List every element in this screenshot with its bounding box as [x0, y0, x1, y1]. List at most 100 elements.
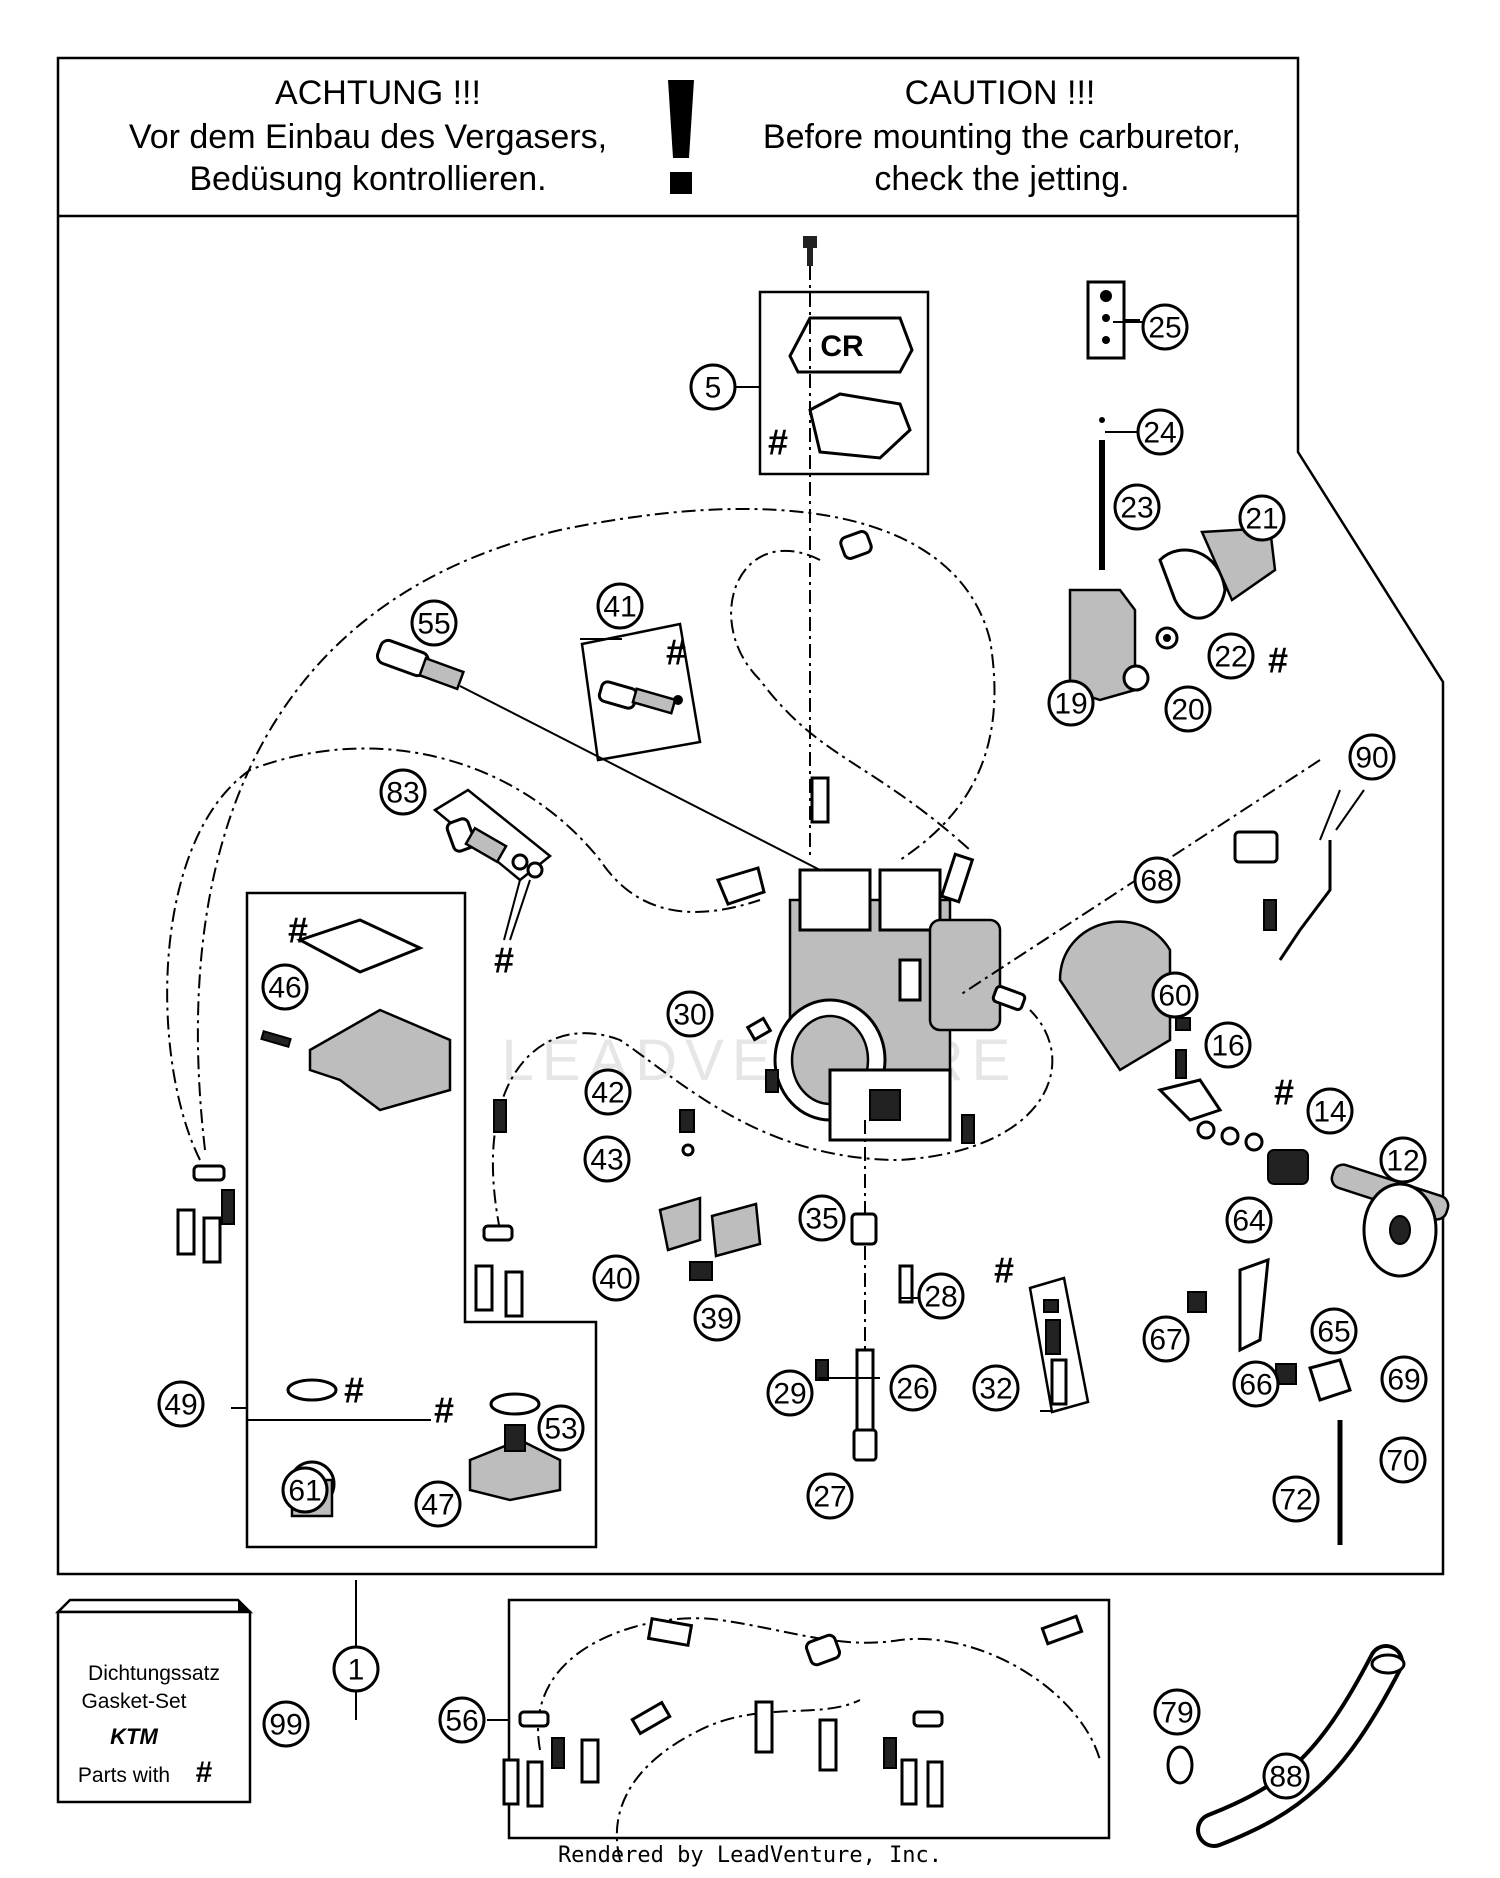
callout-39: 39: [693, 1294, 741, 1342]
callout-29: 29: [766, 1369, 814, 1417]
callout-90: 90: [1348, 733, 1396, 781]
callout-label: 40: [599, 1263, 632, 1296]
linkage-clamp-icon: [1308, 1358, 1352, 1402]
callout-70: 70: [1379, 1436, 1427, 1484]
needle-clip-icon: [1099, 417, 1105, 423]
callout-label: 66: [1239, 1369, 1272, 1402]
callout-label: 39: [700, 1303, 733, 1336]
gasket-set-box: Dichtungssatz Gasket-Set KTM Parts with …: [54, 1598, 254, 1804]
air-screw-icon: [445, 817, 544, 879]
callout-label: 72: [1279, 1484, 1312, 1517]
callout-99: 99: [262, 1700, 310, 1748]
callout-79: 79: [1153, 1688, 1201, 1736]
callout-label: 12: [1386, 1145, 1419, 1178]
callout-circle: [1380, 1355, 1428, 1403]
float-bowl-kit-box: [245, 891, 598, 1549]
callout-label: 5: [705, 372, 722, 405]
callout-label: 99: [269, 1709, 302, 1742]
callout-69: 69: [1380, 1355, 1428, 1403]
callout-16: 16: [1204, 1021, 1252, 1069]
callout-circle: [1348, 733, 1396, 781]
hash-marker: #: [994, 1250, 1014, 1291]
header-left-line2: Bedüsung kontrollieren.: [189, 160, 546, 198]
callout-circle: [584, 1068, 632, 1116]
hash-marker: #: [344, 1370, 364, 1411]
callout-22: 22: [1207, 632, 1255, 680]
callout-label: 21: [1245, 503, 1278, 536]
callout-25: 25: [1141, 303, 1189, 351]
callout-12: 12: [1379, 1136, 1427, 1184]
slide-plate-icon: [1086, 280, 1126, 360]
jet-kit-box: [580, 622, 702, 762]
idle-screw-icon: [375, 638, 821, 871]
callout-circle: [693, 1294, 741, 1342]
callout-label: 19: [1054, 688, 1087, 721]
callout-47: 47: [414, 1480, 462, 1528]
callout-circle: [1113, 483, 1161, 531]
callout-label: 26: [896, 1373, 929, 1406]
cable-loop-lower: [491, 1009, 1054, 1231]
gasket-set-line3: Parts with: [78, 1764, 170, 1787]
cover-screw-icon: [803, 236, 817, 266]
callout-label: 32: [979, 1373, 1012, 1406]
callout-circle: [1310, 1307, 1358, 1355]
callout-23: 23: [1113, 483, 1161, 531]
callout-label: 23: [1120, 492, 1153, 525]
callout-label: 20: [1171, 694, 1204, 727]
callout-circle: [1379, 1136, 1427, 1184]
callout-circle: [1306, 1087, 1354, 1135]
callout-circle: [262, 1700, 310, 1748]
callout-label: 79: [1160, 1697, 1193, 1730]
callout-label: 55: [417, 608, 450, 641]
callout-27: 27: [806, 1472, 854, 1520]
hose-clamp-icon: [1166, 1745, 1194, 1785]
starter-cable-head-icon: [1233, 830, 1279, 864]
callout-61: 61: [281, 1466, 329, 1514]
callout-label: 28: [924, 1281, 957, 1314]
callout-40: 40: [592, 1254, 640, 1302]
hash-marker: #: [288, 910, 308, 951]
hash-marker: #: [434, 1390, 454, 1431]
callout-68: 68: [1133, 856, 1181, 904]
callout-label: 90: [1355, 742, 1388, 775]
jet-kit-parts-icon: [597, 680, 683, 715]
callout-64: 64: [1225, 1196, 1273, 1244]
callout-label: 65: [1317, 1316, 1350, 1349]
callout-30: 30: [666, 990, 714, 1038]
callout-circle: [261, 963, 309, 1011]
callout-circle: [596, 582, 644, 630]
float-bowl-icon: [308, 1008, 452, 1112]
callout-label: 47: [421, 1489, 454, 1522]
callout-24: 24: [1136, 408, 1184, 456]
cable-loop-upper: [196, 507, 996, 1151]
callout-label: 61: [288, 1475, 321, 1508]
callout-5: 5: [689, 363, 737, 411]
callout-circle: [438, 1696, 486, 1744]
cover-gasket-icon: [808, 392, 912, 460]
callout-circle: [1133, 856, 1181, 904]
callout-67: 67: [1142, 1315, 1190, 1363]
callout-circle: [1238, 494, 1286, 542]
callout-circle: [889, 1364, 937, 1412]
callout-circle: [1232, 1360, 1280, 1408]
callout-label: 49: [164, 1389, 197, 1422]
header-left-line1: Vor dem Einbau des Vergasers,: [129, 118, 607, 156]
callout-circle: [1262, 1752, 1310, 1800]
callout-circle: [379, 768, 427, 816]
cable-kit-parts-icon: [502, 1614, 1084, 1808]
callout-circle: [414, 1480, 462, 1528]
callout-circle: [1153, 1688, 1201, 1736]
gasket-set-line1: Dichtungssatz: [88, 1662, 220, 1685]
callout-label: 22: [1214, 641, 1247, 674]
header-right-title: CAUTION !!!: [905, 74, 1096, 112]
callout-20: 20: [1164, 685, 1212, 733]
callout-49: 49: [157, 1380, 205, 1428]
callout-circle: [1141, 303, 1189, 351]
linkage-lever-icon: [1238, 1257, 1270, 1353]
callout-circle: [537, 1404, 585, 1452]
callout-53: 53: [537, 1404, 585, 1452]
callout-label: 42: [591, 1077, 624, 1110]
float-icon: [658, 1196, 762, 1258]
callout-83: 83: [379, 768, 427, 816]
callout-circle: [157, 1380, 205, 1428]
